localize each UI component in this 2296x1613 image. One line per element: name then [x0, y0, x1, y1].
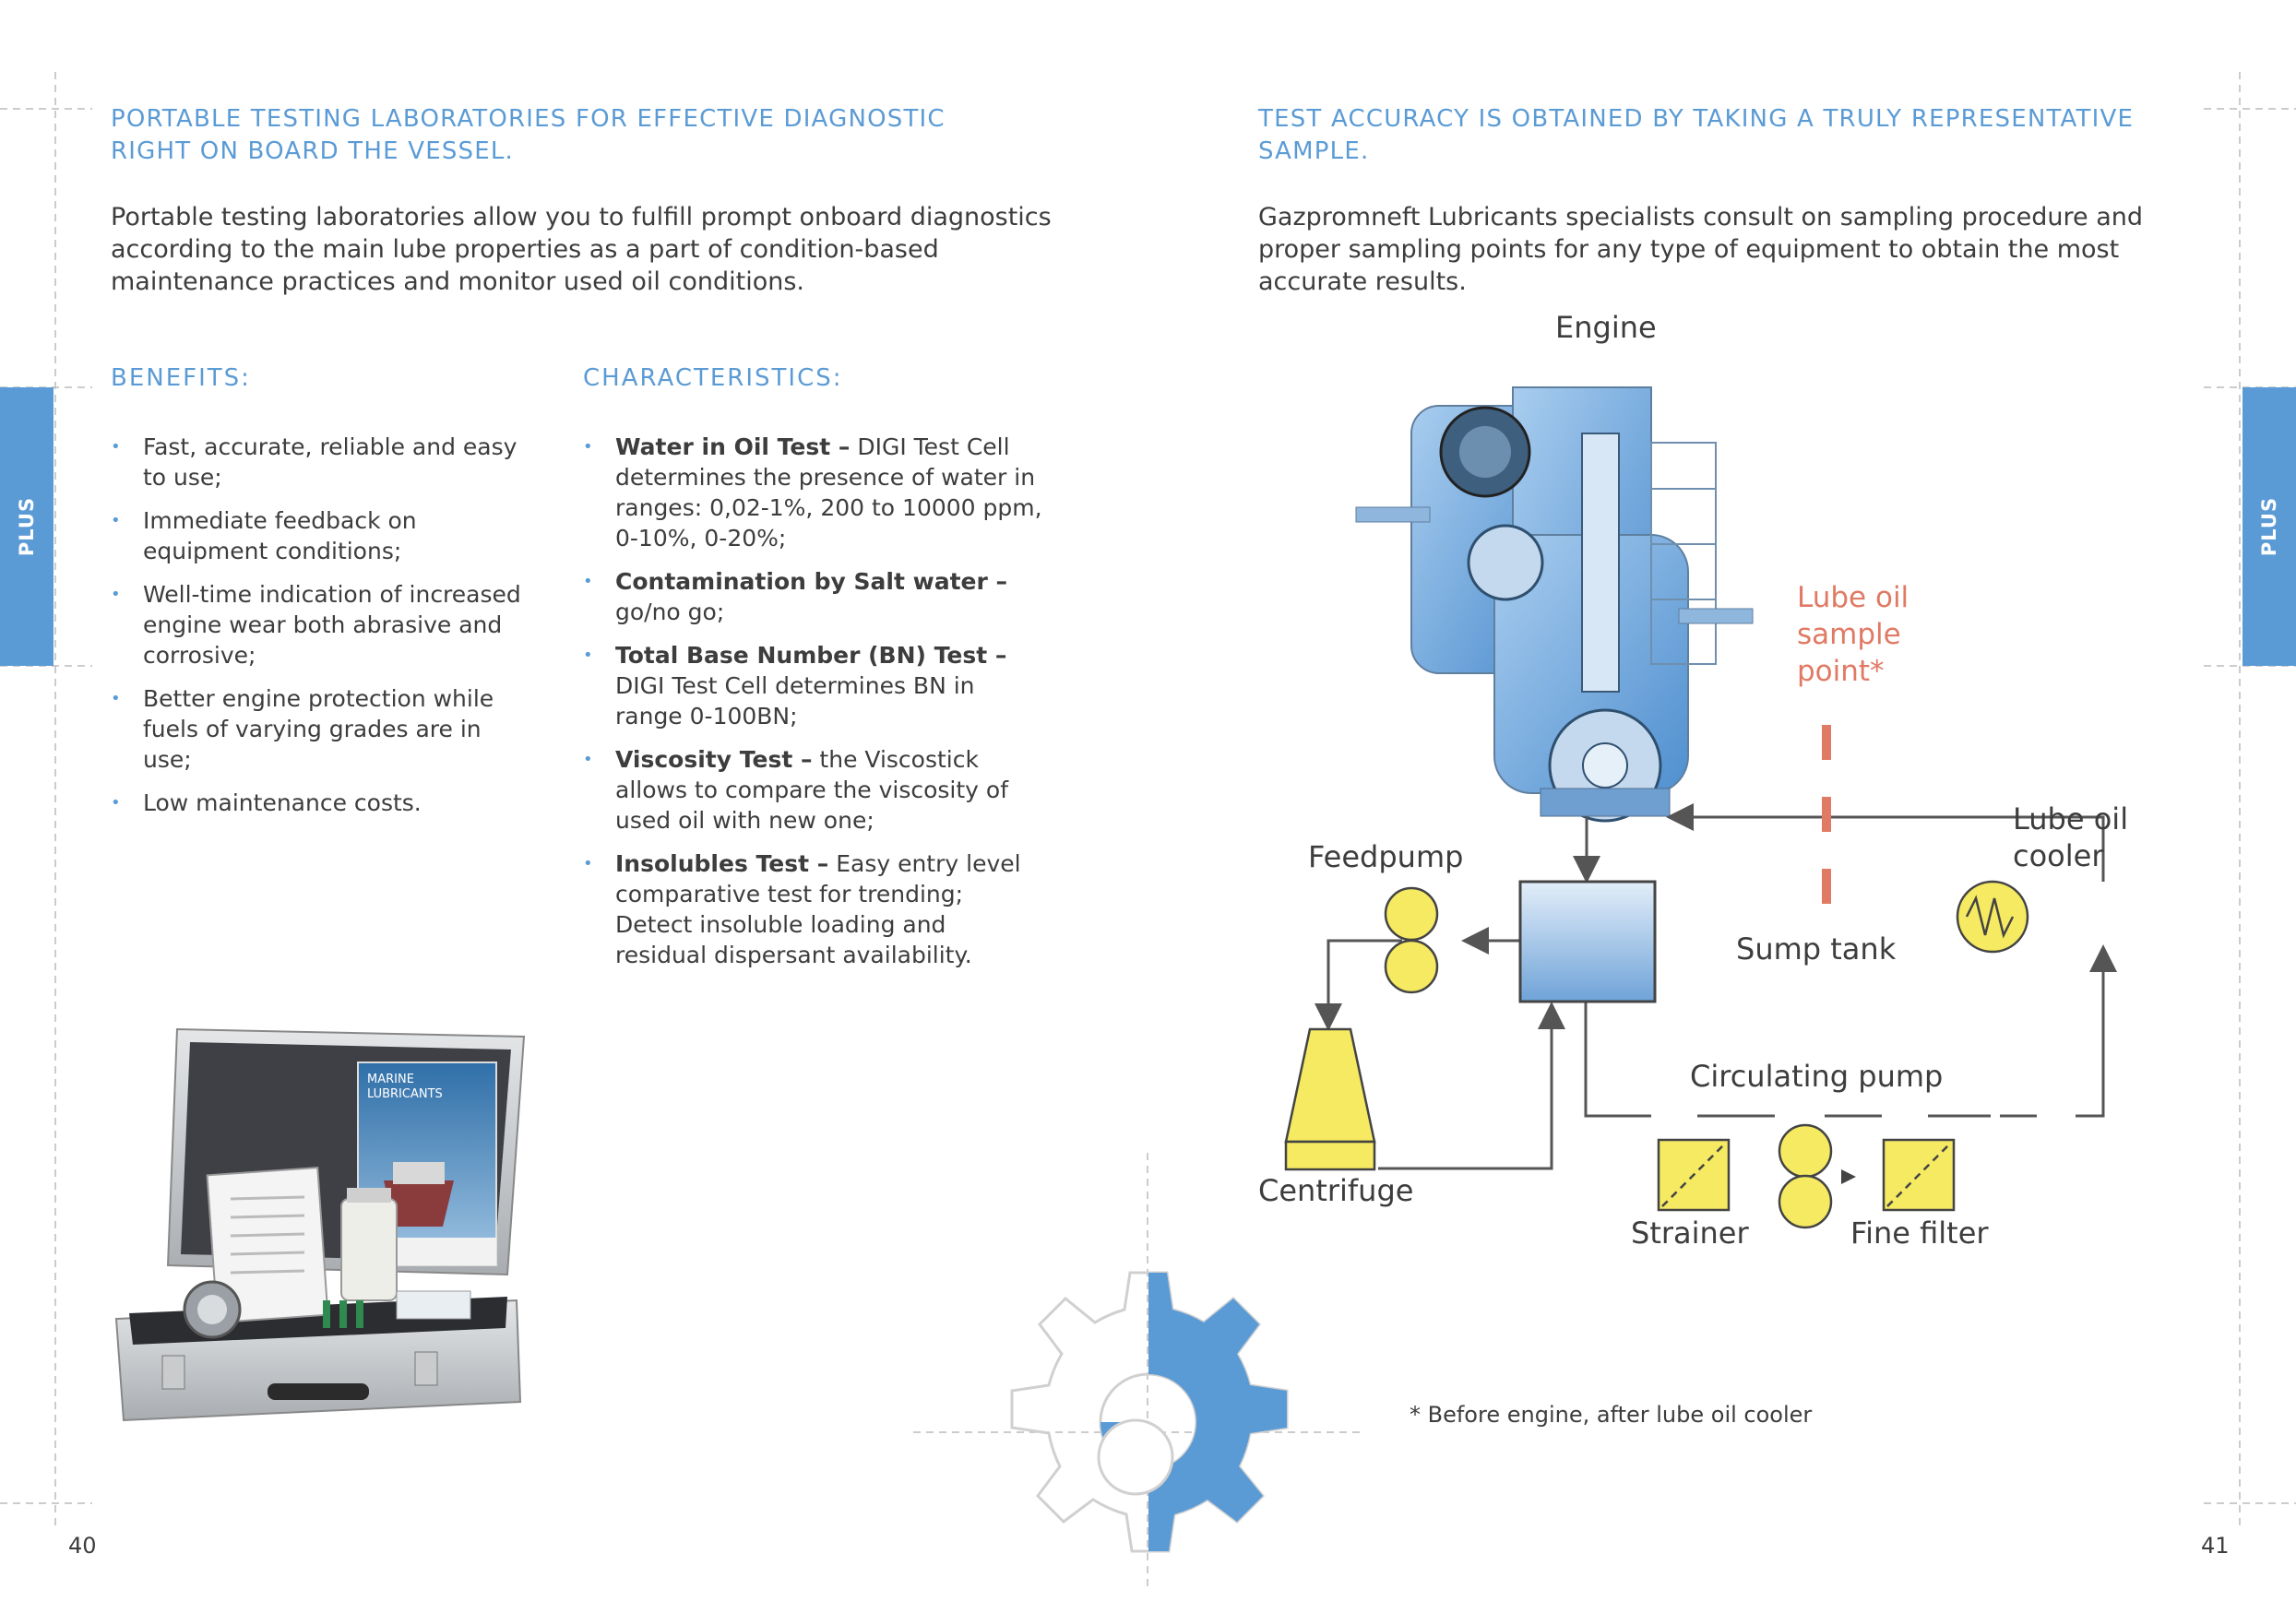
- benefit-item: Immediate feedback on equipment conditio…: [111, 505, 535, 566]
- benefit-item: Well-time indication of increased engine…: [111, 579, 535, 670]
- left-intro: Portable testing laboratories allow you …: [111, 203, 1052, 296]
- characteristic-item: Viscosity Test – the Viscostick allows t…: [583, 744, 1044, 836]
- characteristic-text: DIGI Test Cell determines BN in range 0-…: [615, 672, 975, 729]
- engine-illustration: [1355, 386, 1754, 823]
- characteristic-item: Insolubles Test – Easy entry level compa…: [583, 848, 1044, 970]
- centrifuge-symbol: [1284, 1027, 1376, 1171]
- side-tab-right: PLUS: [2242, 387, 2296, 666]
- label-circulating-pump: Circulating pump: [1690, 1059, 1944, 1094]
- characteristics-list: Water in Oil Test – DIGI Test Cell deter…: [583, 432, 1044, 983]
- label-feedpump: Feedpump: [1308, 839, 1464, 874]
- right-intro: Gazpromneft Lubricants specialists consu…: [1258, 203, 2144, 296]
- characteristic-term: Total Base Number (BN) Test –: [615, 642, 1007, 669]
- benefit-item: Fast, accurate, reliable and easy to use…: [111, 432, 535, 492]
- gear-decoration-icon: [1010, 1271, 1289, 1553]
- page-number-right: 41: [2201, 1533, 2230, 1559]
- brochure-title: MARINE: [367, 1073, 414, 1086]
- label-fine-filter: Fine filter: [1850, 1216, 1989, 1251]
- side-tab-label: PLUS: [2258, 496, 2280, 557]
- characteristic-text: go/no go;: [615, 599, 725, 625]
- label-cooler-line: Lube oil: [2013, 801, 2129, 836]
- characteristics-title: CHARACTERISTICS:: [583, 364, 843, 392]
- benefits-list: Fast, accurate, reliable and easy to use…: [111, 432, 535, 831]
- characteristic-term: Contamination by Salt water –: [615, 568, 1008, 595]
- side-tab-left: PLUS: [0, 387, 54, 666]
- label-sump-tank: Sump tank: [1736, 931, 1897, 967]
- svg-text:LUBRICANTS: LUBRICANTS: [367, 1087, 443, 1101]
- side-tab-label: PLUS: [16, 496, 38, 557]
- label-sample-point: Lube oil sample point*: [1797, 579, 1909, 690]
- label-sample-point-line: point*: [1797, 655, 1885, 688]
- characteristic-text: Easy entry level comparative test for tr…: [615, 850, 1021, 968]
- label-cooler-line: cooler: [2013, 838, 2104, 873]
- fine-filter-symbol: [1882, 1138, 1956, 1212]
- label-sample-point-line: Lube oil: [1797, 581, 1909, 614]
- lube-oil-cooler-symbol: [1956, 880, 2029, 954]
- characteristic-term: Insolubles Test –: [615, 850, 829, 877]
- characteristic-text: DIGI Test Cell determines the presence o…: [615, 433, 1042, 552]
- benefit-item: Low maintenance costs.: [111, 788, 535, 818]
- label-centrifuge: Centrifuge: [1258, 1173, 1414, 1208]
- benefit-item: Better engine protection while fuels of …: [111, 683, 535, 775]
- feedpump-symbol: [1384, 886, 1439, 994]
- label-engine: Engine: [1555, 310, 1657, 345]
- benefits-title: BENEFITS:: [111, 364, 251, 392]
- characteristic-term: Water in Oil Test –: [615, 433, 851, 460]
- label-lube-oil-cooler: Lube oil cooler: [2013, 801, 2128, 874]
- right-heading: TEST ACCURACY IS OBTAINED BY TAKING A TR…: [1258, 105, 2135, 165]
- footnote: * Before engine, after lube oil cooler: [1410, 1402, 1813, 1428]
- left-heading: PORTABLE TESTING LABORATORIES FOR EFFECT…: [111, 105, 946, 165]
- sump-tank: [1518, 880, 1657, 1003]
- label-strainer: Strainer: [1631, 1216, 1749, 1251]
- label-sample-point-line: sample: [1797, 618, 1901, 651]
- strainer-symbol: [1657, 1138, 1731, 1212]
- lube-system-diagram: [1284, 386, 2117, 1229]
- characteristic-item: Contamination by Salt water – go/no go;: [583, 566, 1044, 627]
- page-number-left: 40: [68, 1533, 97, 1559]
- characteristic-item: Total Base Number (BN) Test – DIGI Test …: [583, 640, 1044, 731]
- circulating-pump-symbol: [1778, 1123, 1833, 1229]
- testing-kit-image: MARINE LUBRICANTS: [111, 1024, 535, 1429]
- characteristic-text: the Viscostick allows to compare the vis…: [615, 746, 1009, 834]
- characteristic-item: Water in Oil Test – DIGI Test Cell deter…: [583, 432, 1044, 553]
- characteristic-term: Viscosity Test –: [615, 746, 813, 773]
